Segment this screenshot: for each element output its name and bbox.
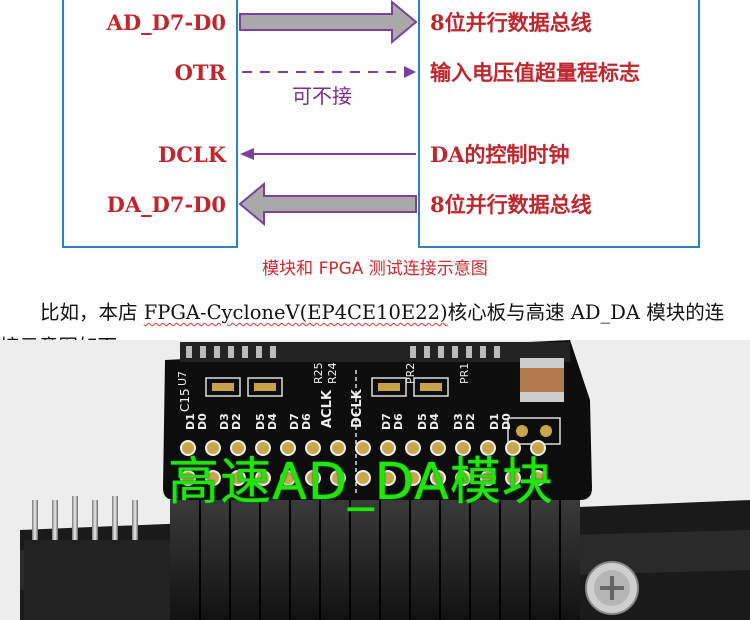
label-pr1: PR1 (458, 362, 471, 384)
diagram-caption: 模块和 FPGA 测试连接示意图 (262, 259, 488, 279)
module-photo-drawing (0, 340, 750, 620)
desc-otr: 输入电压值超量程标志 (430, 60, 640, 85)
fpga-box (418, 0, 700, 248)
label-c2: C2 (594, 408, 608, 426)
module-pin-row (180, 440, 546, 486)
label-5v: +5V (594, 446, 608, 474)
pin-label: D4 (266, 413, 279, 430)
paragraph-prefix: 比如，本店 (40, 301, 144, 324)
label-r25: R25 (312, 362, 325, 384)
label-r24: R24 (326, 362, 339, 384)
label-u7: U7 (176, 370, 189, 386)
signal-ad-d7-d0: AD_D7-D0 (106, 10, 226, 35)
connection-diagram: AD_D7-D0 OTR DCLK DA_D7-D0 8位并行数据总线 输入电压… (0, 0, 750, 250)
desc-dclk: DA的控制时钟 (430, 142, 570, 167)
dclk-arrow-head (240, 148, 254, 160)
signal-dclk: DCLK (158, 142, 226, 167)
bus-arrow-ad (239, 0, 418, 45)
pin-label: D0 (500, 413, 513, 430)
signal-arrows (238, 0, 418, 227)
pin-label: D2 (464, 413, 477, 430)
desc-ad-bus: 8位并行数据总线 (430, 10, 592, 35)
pin-label-row: D1 D0 D3 D2 D5 D4 D7 D6 D7 D6 D5 D4 D3 D… (184, 404, 544, 436)
module-title-overlay: 高速AD_DA模块 (168, 453, 554, 512)
paragraph-line-1: 比如，本店 FPGA-CycloneV(EP4CE10E22)核心板与高速 AD… (0, 296, 750, 330)
left-header-pins (24, 496, 174, 620)
bus-arrow-da (238, 181, 417, 227)
signal-da-d7-d0: DA_D7-D0 (106, 192, 226, 217)
label-pr2: PR2 (404, 362, 417, 384)
signal-otr: OTR (174, 60, 226, 85)
pin-label: D4 (428, 413, 441, 430)
pin-label: D6 (300, 413, 313, 430)
otr-arrow-head (404, 66, 416, 78)
module-photo: ACLK DCLK C15 +5V J1 C2 J4 R25 R24 PR1 P… (0, 340, 750, 620)
label-j4: J4 (594, 393, 608, 406)
optional-note: 可不接 (292, 84, 352, 108)
desc-da-bus: 8位并行数据总线 (430, 192, 592, 217)
paragraph-suffix: 核心板与高速 AD_DA 模块的连 (447, 301, 725, 324)
label-j1: J1 (594, 433, 608, 446)
pin-label: D6 (392, 413, 405, 430)
pin-label: D0 (196, 413, 209, 430)
ad-da-module-box (62, 0, 238, 248)
pin-label: D2 (230, 413, 243, 430)
product-name: FPGA-CycloneV(EP4CE10E22) (143, 301, 448, 324)
